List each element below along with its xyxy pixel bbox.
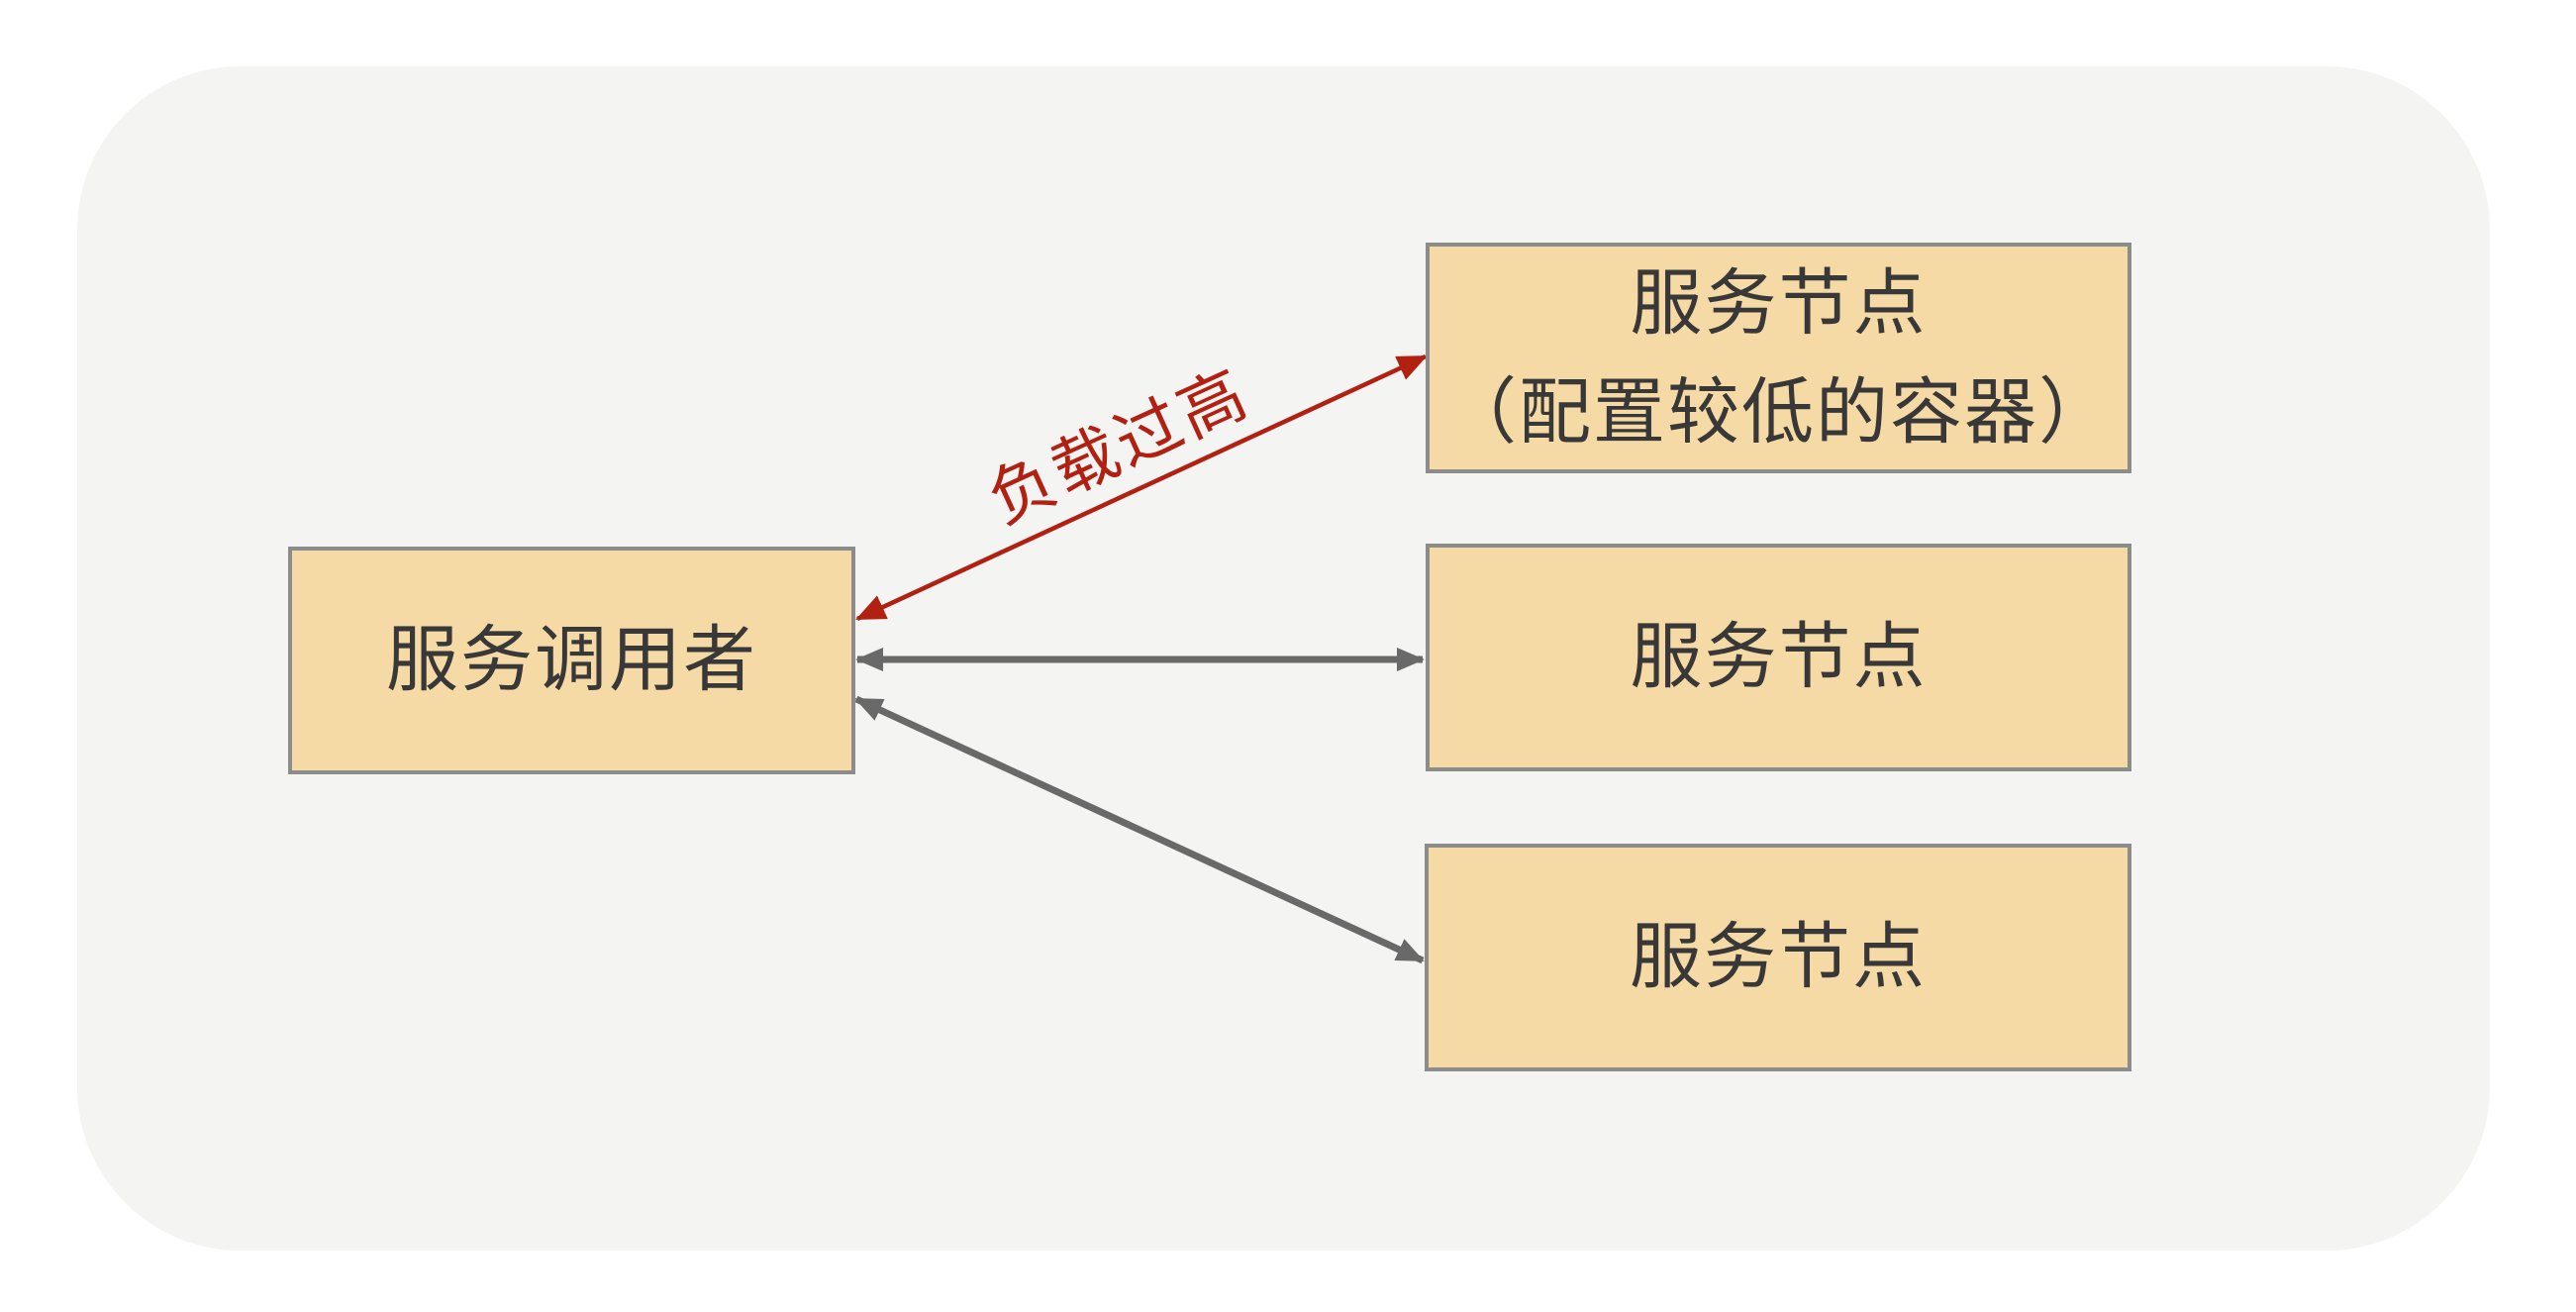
service-node-middle: 服务节点 (1426, 544, 2131, 771)
service-caller-node: 服务调用者 (288, 547, 855, 774)
service-caller-label: 服务调用者 (386, 620, 757, 701)
service-node-bottom-label: 服务节点 (1630, 917, 1927, 998)
service-node-middle-label: 服务节点 (1630, 617, 1928, 698)
service-node-low-config: 服务节点 （配置较低的容器） (1426, 243, 2131, 473)
service-node-bottom: 服务节点 (1425, 844, 2131, 1071)
service-node-low-config-label: 服务节点 （配置较低的容器） (1444, 263, 2113, 453)
